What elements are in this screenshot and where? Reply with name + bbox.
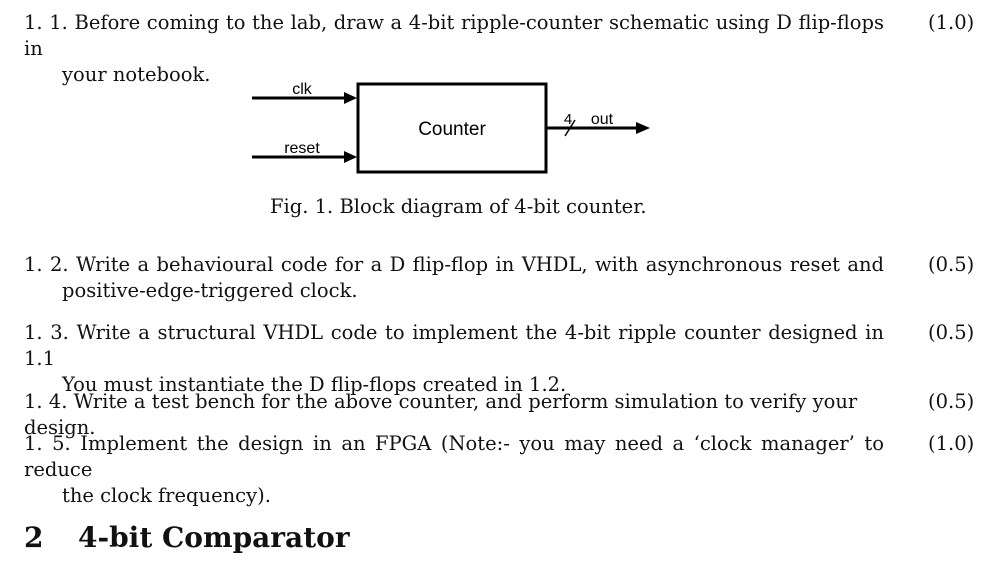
clk-label: clk — [292, 81, 313, 98]
task-points: (0.5) — [928, 321, 975, 344]
reset-label: reset — [284, 140, 320, 157]
task-item-1-3: 1. 3. Write a structural VHDL code to im… — [24, 320, 884, 398]
reset-arrowhead — [344, 151, 357, 163]
task-number: 1. 1. — [24, 11, 68, 34]
section-number: 2 — [24, 521, 44, 554]
section-heading: 2 4-bit Comparator — [24, 518, 350, 558]
task-points: (1.0) — [928, 432, 975, 455]
task-number: 1. 2. — [24, 253, 69, 276]
task-line-continued: positive-edge-triggered clock. — [62, 279, 358, 302]
section-title: 4-bit Comparator — [78, 521, 350, 554]
task-item-1-4: 1. 4. Write a test bench for the above c… — [24, 389, 884, 441]
task-number: 1. 4. — [24, 390, 68, 413]
task-line: 1. 1. Before coming to the lab, draw a 4… — [24, 10, 884, 62]
task-text: Implement the design in an FPGA (Note:- … — [24, 432, 884, 481]
task-points: (1.0) — [928, 11, 975, 34]
task-text: Write a behavioural code for a D flip-fl… — [76, 253, 884, 276]
counter-block-label: Counter — [418, 119, 486, 140]
figure-caption: Fig. 1. Block diagram of 4-bit counter. — [270, 195, 647, 218]
out-label: out — [591, 111, 614, 128]
task-text: Before coming to the lab, draw a 4-bit r… — [24, 11, 884, 60]
task-item-1-1: 1. 1. Before coming to the lab, draw a 4… — [24, 10, 884, 88]
bus-slash — [564, 119, 576, 137]
task-item-1-5: 1. 5. Implement the design in an FPGA (N… — [24, 431, 884, 509]
bus-width-label: 4 — [564, 111, 572, 128]
counter-block-diagram: Counter clk reset 4 out — [252, 81, 650, 174]
task-text: Write a test bench for the above counter… — [24, 390, 858, 439]
task-number: 1. 5. — [24, 432, 71, 455]
out-arrowhead — [636, 122, 650, 134]
task-number: 1. 3. — [24, 321, 69, 344]
clk-arrowhead — [344, 92, 357, 104]
task-line: 1. 4. Write a test bench for the above c… — [24, 389, 884, 441]
task-points: (0.5) — [928, 390, 975, 413]
task-line-continued: the clock frequency). — [62, 484, 271, 507]
task-line-continued: your notebook. — [62, 63, 211, 86]
task-line: 1. 5. Implement the design in an FPGA (N… — [24, 431, 884, 483]
task-points: (0.5) — [928, 253, 975, 276]
task-line-continued: You must instantiate the D flip-flops cr… — [62, 373, 567, 396]
task-line: 1. 3. Write a structural VHDL code to im… — [24, 320, 884, 372]
task-text: Write a structural VHDL code to implemen… — [24, 321, 884, 370]
task-item-1-2: 1. 2. Write a behavioural code for a D f… — [24, 252, 884, 304]
task-line: 1. 2. Write a behavioural code for a D f… — [24, 252, 884, 278]
